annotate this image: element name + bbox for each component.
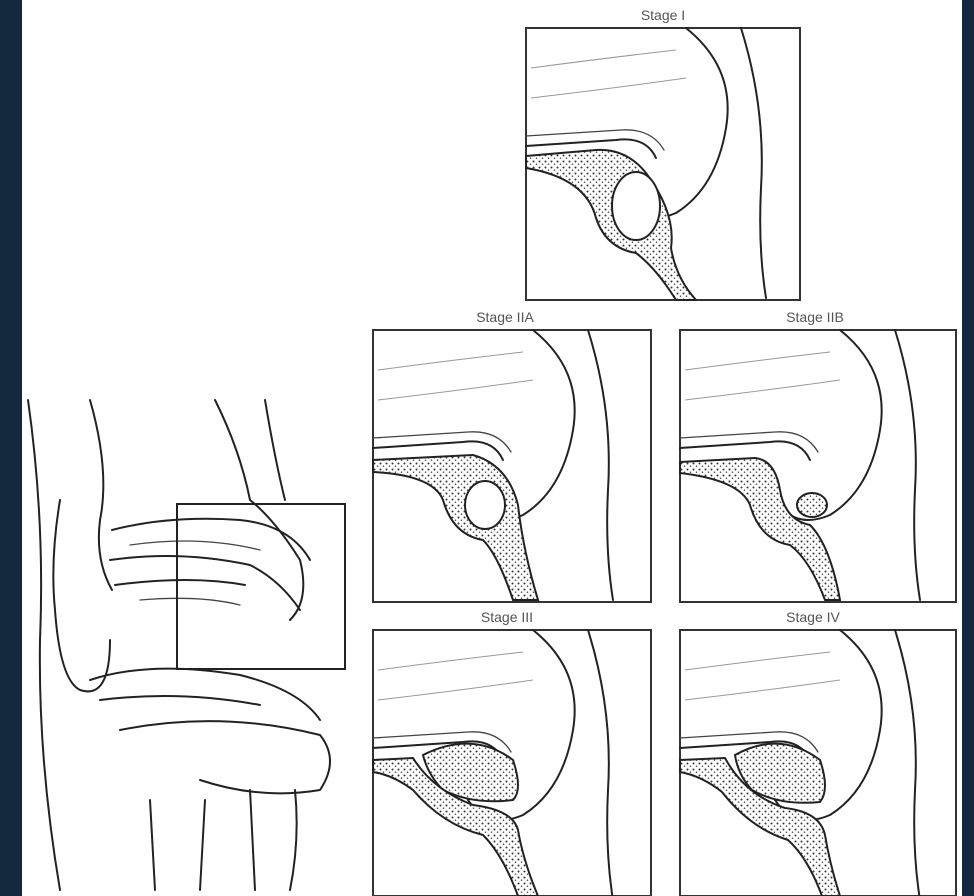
stage-label: Stage I xyxy=(641,7,685,23)
stage-label: Stage IIB xyxy=(786,309,844,325)
stage-label: Stage III xyxy=(481,609,533,625)
panel-stage-2a: Stage IIA xyxy=(373,309,651,602)
panel-stage-1: Stage I xyxy=(526,7,800,300)
stage-label: Stage IV xyxy=(786,609,840,625)
panel-stage-4: Stage IV xyxy=(680,609,956,896)
panel-stage-3: Stage III xyxy=(373,609,651,896)
panel-stage-2b: Stage IIB xyxy=(680,309,956,602)
stage-label: Stage IIA xyxy=(476,309,534,325)
